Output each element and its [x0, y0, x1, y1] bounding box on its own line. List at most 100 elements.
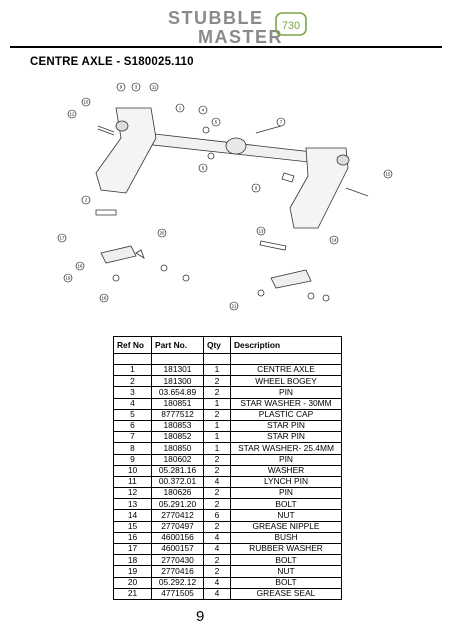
- callout-9: 9: [116, 82, 126, 92]
- cell-qty: 4: [203, 475, 231, 489]
- model-badge: 730: [275, 12, 307, 36]
- cell-part-no: 4600157: [151, 542, 204, 556]
- cell-qty: 4: [203, 542, 231, 556]
- cell-qty: 1: [203, 397, 231, 410]
- cell-ref-no: 17: [113, 542, 152, 556]
- cell-part-no: 4771505: [151, 587, 204, 600]
- cell-ref-no: 20: [113, 576, 152, 589]
- cell-ref-no: 4: [113, 397, 152, 410]
- cell-part-no: 2770497: [151, 520, 204, 533]
- callout-8: 8: [251, 183, 261, 193]
- cell-qty: 4: [203, 587, 231, 600]
- cell-part-no: 2770412: [151, 509, 204, 522]
- callout-6: 6: [198, 163, 208, 173]
- cell-qty: 1: [203, 431, 231, 444]
- brand-logo: STUBBLE MASTER 730: [168, 8, 446, 50]
- callout-1: 1: [175, 103, 185, 113]
- cell-description: PIN: [230, 487, 342, 500]
- callout-4: 4: [198, 105, 208, 115]
- cell-ref-no: 8: [113, 442, 152, 455]
- svg-text:16: 16: [78, 264, 83, 269]
- svg-text:20: 20: [160, 231, 165, 236]
- cell-ref-no: 10: [113, 464, 152, 477]
- cell-qty: 6: [203, 509, 231, 522]
- cell-qty: 4: [203, 531, 231, 545]
- page-number: 9: [196, 608, 205, 625]
- table-spacer-row: [113, 353, 342, 365]
- svg-text:19: 19: [66, 276, 71, 281]
- cell-qty: 2: [203, 375, 231, 388]
- cell-qty: 2: [203, 498, 231, 511]
- cell-ref-no: 15: [113, 520, 152, 533]
- cell-ref-no: 6: [113, 419, 152, 433]
- cell-part-no: 180602: [151, 453, 204, 466]
- cell-description: RUBBER WASHER: [230, 542, 342, 556]
- cell-description: BUSH: [230, 531, 342, 545]
- cell-description: WHEEL BOGEY: [230, 375, 342, 388]
- cell-qty: 2: [203, 453, 231, 466]
- section-title: CENTRE AXLE - S180025.110: [30, 56, 194, 68]
- cell-qty: 2: [203, 386, 231, 399]
- svg-text:14: 14: [332, 238, 337, 243]
- model-number: 730: [282, 20, 300, 32]
- cell-part-no: 2770430: [151, 554, 204, 567]
- header-description: Description: [230, 336, 342, 354]
- cell-part-no: 2770416: [151, 565, 204, 578]
- cell-description: STAR WASHER- 25.4MM: [230, 442, 342, 455]
- callout-3: 3: [131, 82, 141, 92]
- cell-part-no: 180626: [151, 487, 204, 500]
- cell-qty: 1: [203, 363, 231, 377]
- cell-qty: 1: [203, 442, 231, 455]
- svg-text:11: 11: [152, 85, 157, 90]
- callout-15: 15: [383, 169, 393, 179]
- cell-description: CENTRE AXLE: [230, 363, 342, 377]
- parts-table-header: Ref No Part No. Qty Description: [113, 336, 342, 354]
- svg-text:7: 7: [280, 120, 283, 125]
- cell-ref-no: 11: [113, 475, 152, 489]
- cell-part-no: 180853: [151, 419, 204, 433]
- header-part-no: Part No.: [151, 336, 204, 354]
- callout-2: 2: [81, 195, 91, 205]
- cell-qty: 2: [203, 520, 231, 533]
- cell-qty: 4: [203, 576, 231, 589]
- brand-word-master: MASTER: [198, 27, 283, 47]
- cell-description: BOLT: [230, 554, 342, 567]
- diagram-callouts: 9 3 11 10 12 1 4 5 6 8 7 13 14 15 16 17 …: [57, 82, 393, 311]
- cell-part-no: 180850: [151, 442, 204, 455]
- cell-description: PLASTIC CAP: [230, 408, 342, 421]
- cell-part-no: 05.292.12: [151, 576, 204, 589]
- svg-text:12: 12: [70, 112, 75, 117]
- cell-description: PIN: [230, 453, 342, 466]
- cell-ref-no: 13: [113, 498, 152, 511]
- cell-ref-no: 18: [113, 554, 152, 567]
- cell-ref-no: 12: [113, 487, 152, 500]
- svg-text:18: 18: [102, 296, 107, 301]
- cell-ref-no: 3: [113, 386, 152, 399]
- svg-text:2: 2: [85, 198, 88, 203]
- callout-19: 19: [63, 273, 73, 283]
- svg-text:9: 9: [120, 85, 123, 90]
- cell-description: GREASE SEAL: [230, 587, 342, 600]
- brand-word-stubble: STUBBLE: [168, 8, 264, 28]
- cell-description: GREASE NIPPLE: [230, 520, 342, 533]
- svg-text:8: 8: [255, 186, 258, 191]
- callout-12: 12: [67, 109, 77, 119]
- callout-21: 21: [229, 301, 239, 311]
- cell-ref-no: 9: [113, 453, 152, 466]
- cell-part-no: 180851: [151, 397, 204, 410]
- svg-text:6: 6: [202, 166, 205, 171]
